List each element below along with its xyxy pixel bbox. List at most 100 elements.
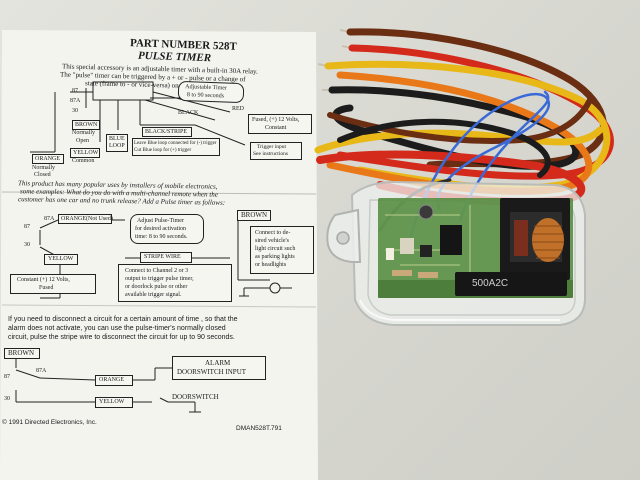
fused-label-2: Constant bbox=[265, 125, 287, 131]
brown-note-1: Normally bbox=[72, 130, 95, 136]
fold-line-2 bbox=[1, 304, 317, 308]
constant-12v-2: Fused bbox=[39, 285, 54, 291]
brown-note-box: Connect to de- sired vehicle's light cir… bbox=[250, 226, 314, 274]
red-wire-1 bbox=[336, 44, 614, 180]
loop-note-2: Cut Blue loop for (+) trigger bbox=[134, 148, 192, 153]
stripe-wire-box: STRIPE WIRE bbox=[140, 252, 192, 263]
d2-pin-30: 30 bbox=[24, 242, 30, 248]
red-wire-label: RED bbox=[232, 106, 244, 112]
fold-line bbox=[1, 191, 317, 195]
orange-not-used-box: ORANGE(Not Used) bbox=[58, 214, 113, 224]
brown-label-box-3: BROWN bbox=[4, 348, 40, 359]
potentiometer bbox=[400, 238, 414, 254]
yellow-label-box-1: YELLOW bbox=[70, 148, 100, 158]
relay-contact bbox=[514, 220, 528, 256]
d3-pin-87: 87 bbox=[4, 374, 10, 380]
trigger-input-1: Trigger input bbox=[257, 144, 286, 150]
d2-pin-87a: 87A bbox=[44, 216, 55, 222]
yellow-wire-label-3: YELLOW bbox=[99, 399, 125, 405]
adjust-timer-box: Adjust Pulse-Timer for desired activatio… bbox=[130, 214, 204, 244]
brown-note-line-1: Connect to de- bbox=[255, 230, 291, 236]
constant-12v-box: Constant (+) 12 Volts, Fused bbox=[10, 274, 96, 294]
brown-note-line-5: or headlights bbox=[255, 262, 287, 268]
orange-wire-label-3: ORANGE bbox=[99, 377, 124, 383]
relay-label-plate bbox=[455, 272, 567, 296]
stripe-note-4: available trigger signal. bbox=[125, 292, 182, 298]
blackstripe-label: BLACK/STRIPE bbox=[145, 129, 188, 135]
yellow-wire-label-1: YELLOW bbox=[73, 150, 99, 156]
pin-30: 30 bbox=[72, 108, 78, 114]
alarm-label-1: ALARM bbox=[205, 359, 231, 367]
disconnect-line-2: alarm does not activate, you can use the… bbox=[8, 325, 226, 332]
orange-not-used: ORANGE(Not Used) bbox=[61, 216, 113, 222]
relay-coil bbox=[532, 218, 564, 262]
stripe-wire-label: STRIPE WIRE bbox=[144, 254, 181, 260]
constant-12v-1: Constant (+) 12 Volts, bbox=[17, 277, 70, 283]
adjust-line-1: Adjust Pulse-Timer bbox=[137, 218, 184, 224]
blue-loop-1: BLUE bbox=[109, 136, 125, 142]
mounting-hole bbox=[336, 231, 350, 245]
black-wire-label: BLACK bbox=[178, 110, 199, 116]
d3-pin-87a: 87A bbox=[36, 368, 47, 374]
diagram3-lines bbox=[15, 352, 201, 413]
brown-note-line-4: as parking lights bbox=[255, 254, 295, 260]
yellow-note: Common bbox=[72, 158, 95, 164]
fused-label-1: Fused, (+) 12 Volts, bbox=[252, 117, 300, 123]
alarm-input-box: ALARM DOORSWITCH INPUT bbox=[172, 356, 266, 380]
orange-wire-label-1: ORANGE bbox=[35, 156, 60, 162]
orange-label-box-1: ORANGE bbox=[32, 154, 64, 164]
blue-loop-2: LOOP bbox=[109, 143, 125, 149]
brown-label-box-2: BROWN bbox=[237, 210, 271, 221]
resistor-1 bbox=[392, 270, 412, 276]
fused-constant-box: Fused, (+) 12 Volts, Constant bbox=[248, 114, 312, 134]
instruction-sheet: PART NUMBER 528T PULSE TIMER This specia… bbox=[0, 30, 318, 480]
stripe-note-2: output to trigger pulse timer, bbox=[125, 276, 194, 282]
adjust-line-2: for desired activation bbox=[135, 226, 186, 232]
yellow-wire-label-2: YELLOW bbox=[48, 256, 74, 262]
case-highlight bbox=[359, 299, 560, 321]
brown-wire-label-3: BROWN bbox=[8, 349, 35, 357]
yellow-label-box-3: YELLOW bbox=[95, 397, 133, 408]
black-wire-2 bbox=[337, 118, 551, 178]
d2-pin-87: 87 bbox=[24, 224, 30, 230]
yellow-wire-2 bbox=[314, 126, 604, 154]
loop-note-box: Leave Blue loop connected for (-) trigge… bbox=[132, 138, 220, 156]
led bbox=[386, 248, 394, 260]
doorswitch-label: DOORSWITCH bbox=[172, 393, 219, 401]
brown-note-2: Open bbox=[76, 138, 89, 144]
yellow-label-box-2: YELLOW bbox=[44, 254, 78, 265]
brown-label-box: BROWN bbox=[72, 120, 100, 130]
pin-87: 87 bbox=[72, 88, 78, 94]
orange-note-1: Normally bbox=[32, 165, 55, 171]
orange-note-2: Closed bbox=[34, 172, 51, 178]
d3-pin-30: 30 bbox=[4, 396, 10, 402]
brown-note-line-2: sired vehicle's bbox=[255, 238, 289, 244]
blackstripe-box: BLACK/STRIPE bbox=[142, 127, 192, 137]
document-number: DMAN528T.791 bbox=[236, 425, 282, 432]
resistor-2 bbox=[418, 272, 438, 278]
relay-label: 500A2C bbox=[472, 278, 509, 289]
pin-87a: 87A bbox=[70, 98, 81, 104]
stripe-note-1: Connect to Channel 2 or 3 bbox=[125, 268, 189, 274]
orange-label-box-3: ORANGE bbox=[95, 375, 133, 386]
trigger-input-box: Trigger input See instructions bbox=[250, 142, 302, 160]
disconnect-line-1: If you need to disconnect a circuit for … bbox=[8, 316, 238, 323]
coil-windings bbox=[532, 225, 564, 259]
brown-wire-label: BROWN bbox=[75, 122, 98, 128]
trigger-input-2: See instructions bbox=[253, 151, 288, 157]
brown-wire-label-2: BROWN bbox=[241, 211, 268, 219]
stripe-note-box: Connect to Channel 2 or 3 output to trig… bbox=[118, 264, 232, 302]
copyright-text: © 1991 Directed Electronics, Inc. bbox=[2, 419, 97, 426]
disconnect-line-3: circuit, pulse the stripe wire to discon… bbox=[8, 334, 235, 341]
adjust-line-3: time: 8 to 90 seconds. bbox=[135, 234, 188, 240]
transistor bbox=[420, 245, 432, 257]
blue-loop-box: BLUE LOOP bbox=[106, 134, 128, 152]
capacitor bbox=[418, 204, 434, 220]
stripe-note-3: or doorlock pulse or other bbox=[125, 284, 188, 290]
alarm-label-2: DOORSWITCH INPUT bbox=[177, 368, 247, 376]
loop-note-1: Leave Blue loop connected for (-) trigge… bbox=[134, 141, 217, 146]
blue-wire-loop bbox=[408, 92, 551, 242]
ic-chip bbox=[440, 225, 462, 255]
